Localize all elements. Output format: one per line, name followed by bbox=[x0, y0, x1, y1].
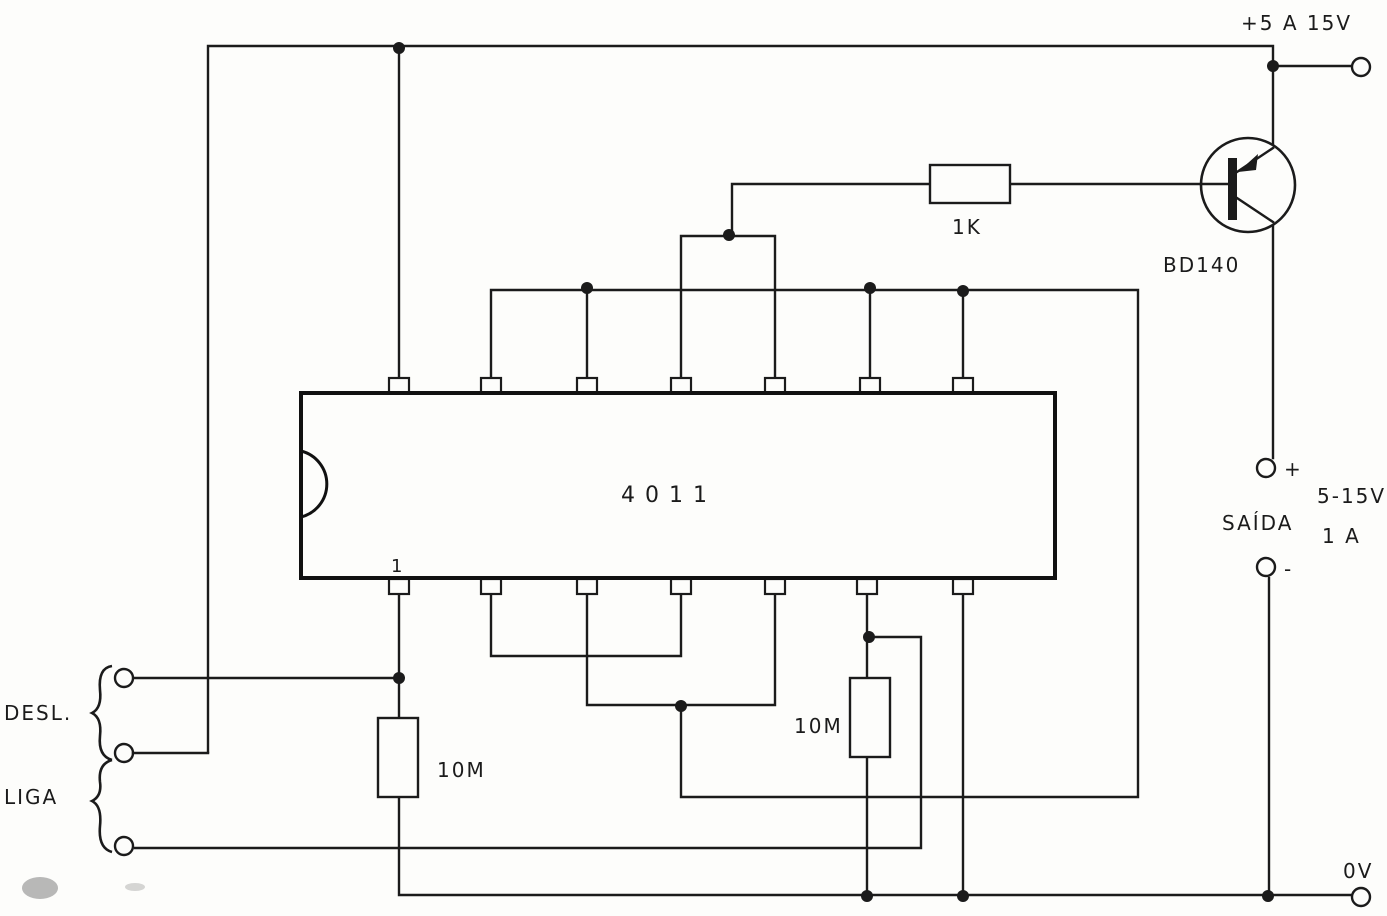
switch-braces bbox=[89, 664, 113, 854]
terminals bbox=[113, 56, 1372, 908]
ic-pin bbox=[669, 577, 693, 596]
ic-pin bbox=[763, 376, 787, 395]
junction-dot bbox=[863, 631, 875, 643]
output-minus-terminal bbox=[1255, 556, 1277, 578]
on-switch-label: LIGA bbox=[4, 785, 58, 809]
smudge-mark bbox=[22, 877, 58, 899]
supply-label: +5 A 15V bbox=[1241, 11, 1352, 35]
ic-notch bbox=[300, 449, 329, 519]
transistor-bd140: BD140 bbox=[1163, 136, 1297, 277]
ic-pin bbox=[855, 577, 879, 596]
transistor-base-bar bbox=[1228, 158, 1237, 220]
resistor-body bbox=[848, 676, 892, 759]
top-bus bbox=[489, 288, 1140, 799]
scan-smudges bbox=[22, 877, 145, 899]
common-switch-terminal bbox=[113, 742, 135, 764]
junction-dot bbox=[393, 42, 405, 54]
ic-pin bbox=[387, 577, 411, 596]
output-label: SAÍDA bbox=[1222, 511, 1293, 535]
on-switch-wire bbox=[133, 635, 923, 850]
ic-pin bbox=[669, 376, 693, 395]
left-resistor-ground bbox=[397, 795, 1362, 897]
junction-dot bbox=[861, 890, 873, 902]
smudge-mark bbox=[125, 883, 145, 891]
junctions bbox=[393, 42, 1279, 902]
ic-label: 4011 bbox=[621, 483, 717, 508]
off-switch-label: DESL. bbox=[4, 701, 72, 725]
ic-pin bbox=[951, 376, 975, 395]
junction-dot bbox=[581, 282, 593, 294]
supply-rail bbox=[206, 44, 1357, 754]
gate-out-wire bbox=[730, 182, 932, 237]
ic-pin bbox=[575, 376, 599, 395]
ic-body bbox=[299, 391, 1057, 580]
ground-label: 0V bbox=[1343, 859, 1373, 883]
junction-dot bbox=[1267, 60, 1279, 72]
junction-dot bbox=[393, 672, 405, 684]
ic-pin bbox=[387, 376, 411, 395]
ic-pin bbox=[763, 577, 787, 596]
resistor-1k-label: 1K bbox=[952, 215, 982, 239]
output-minus-sign: - bbox=[1284, 557, 1293, 581]
output-plus-sign: + bbox=[1284, 457, 1303, 481]
junction-dot bbox=[1262, 890, 1274, 902]
text-labels: +5 A 15V SAÍDA + - 5-15V 1 A 0V DESL. LI… bbox=[4, 11, 1386, 883]
on-switch-terminal bbox=[113, 835, 135, 857]
resistor-1k: 1K bbox=[928, 163, 1012, 239]
junction-dot bbox=[864, 282, 876, 294]
resistor-body bbox=[928, 163, 1012, 205]
output-plus-terminal bbox=[1255, 457, 1277, 479]
output-voltage-label: 5-15V bbox=[1317, 484, 1386, 508]
ic-pin bbox=[479, 577, 503, 596]
wiring bbox=[133, 44, 1362, 897]
resistor-10m-right: 10M bbox=[794, 676, 892, 759]
resistor-10m-left: 10M bbox=[376, 716, 486, 799]
pin1-label: 1 bbox=[391, 556, 404, 577]
resistor-10m-right-label: 10M bbox=[794, 714, 843, 738]
ic-pin bbox=[575, 577, 599, 596]
junction-dot bbox=[957, 285, 969, 297]
ground-terminal bbox=[1350, 886, 1372, 908]
ic-pin bbox=[951, 577, 975, 596]
transistor-label: BD140 bbox=[1163, 253, 1240, 277]
transistor-collector-lead bbox=[1235, 196, 1275, 224]
junction-dot bbox=[957, 890, 969, 902]
supply-terminal bbox=[1350, 56, 1372, 78]
off-switch-terminal bbox=[113, 667, 135, 689]
resistor-body bbox=[376, 716, 420, 799]
brace-liga bbox=[89, 758, 113, 854]
ic-pin bbox=[858, 376, 882, 395]
ic-4011: 4011 1 bbox=[299, 376, 1057, 596]
resistor-10m-left-label: 10M bbox=[437, 758, 486, 782]
brace-desl bbox=[89, 664, 113, 762]
junction-dot bbox=[723, 229, 735, 241]
gate-out-bridge bbox=[679, 234, 777, 380]
junction-dot bbox=[675, 700, 687, 712]
emitter-arrow-icon bbox=[1238, 154, 1258, 172]
ic-pin bbox=[479, 376, 503, 395]
output-current-label: 1 A bbox=[1322, 524, 1361, 548]
